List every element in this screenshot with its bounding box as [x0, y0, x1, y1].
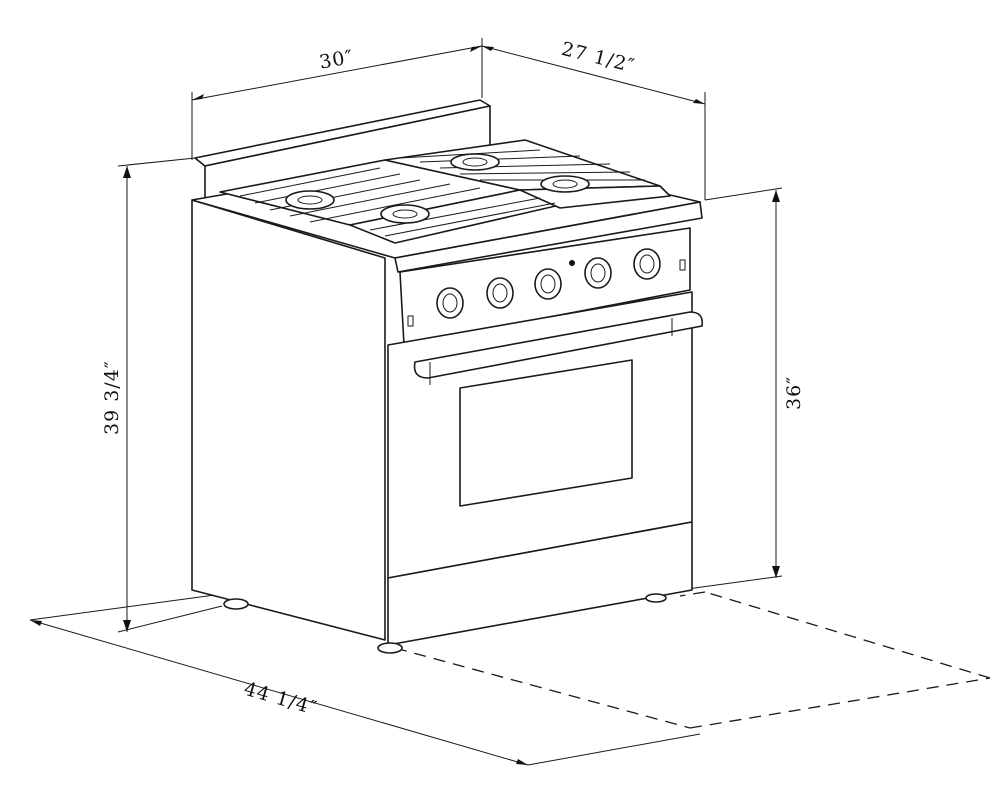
oven-window: [459, 359, 633, 507]
knob-3[interactable]: [534, 268, 562, 300]
foot-front-right: [645, 593, 667, 603]
knob-1[interactable]: [436, 287, 464, 319]
door-swing-outline: [394, 591, 991, 729]
panel-badge-right: [679, 259, 686, 271]
knob-5[interactable]: [633, 248, 661, 280]
side-panel: [191, 199, 386, 641]
storage-drawer[interactable]: [387, 521, 693, 646]
burner-front-right: [540, 175, 590, 193]
burner-grates: [219, 139, 671, 244]
width-label: 30″: [318, 46, 356, 74]
total-height-label: 39 3/4″: [101, 360, 123, 435]
burner-rear-right: [450, 153, 500, 171]
foot-front-left: [377, 642, 403, 654]
total-height-dimension: 39 3/4″: [101, 157, 223, 633]
cooking-height-dimension: 36″: [679, 187, 805, 591]
oven-door-handle[interactable]: [413, 311, 704, 385]
knob-4[interactable]: [584, 257, 612, 289]
panel-badge-left: [407, 315, 414, 327]
indicator-light: [569, 260, 575, 266]
depth-label: 27 1/2″: [559, 38, 637, 77]
knob-2[interactable]: [486, 277, 514, 309]
cooking-height-label: 36″: [783, 376, 805, 410]
range-appliance: [191, 99, 704, 654]
control-knobs: [407, 248, 686, 327]
burner-rear-left: [285, 190, 335, 210]
cooktop-front-edge: [394, 201, 703, 273]
burner-front-left: [380, 204, 430, 224]
door-open-depth-label: 44 1/4″: [242, 678, 320, 720]
foot-rear-left: [223, 598, 249, 610]
